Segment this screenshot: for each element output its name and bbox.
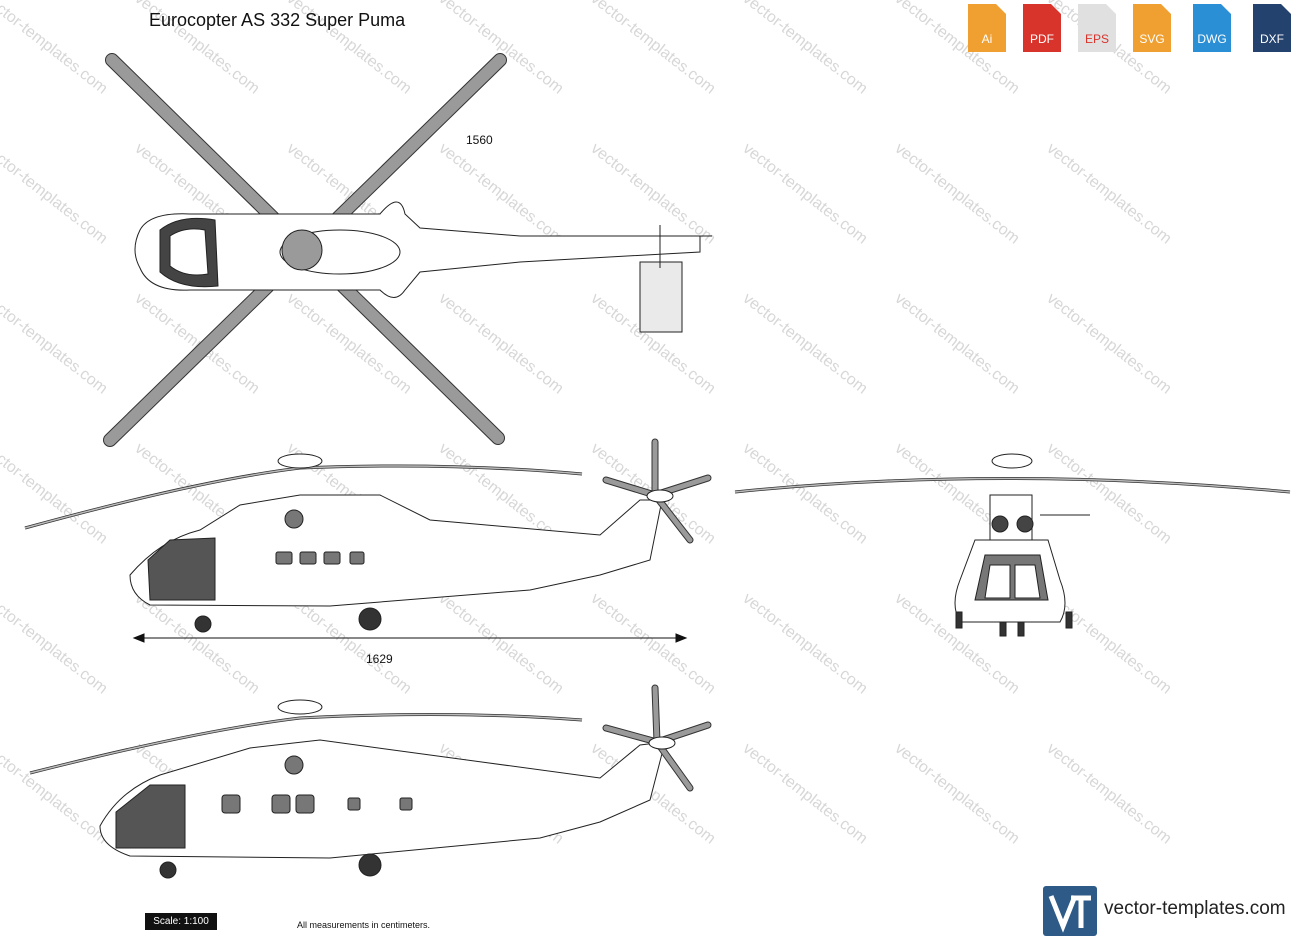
ai-file-icon[interactable]: Ai xyxy=(968,4,1006,52)
rotor-span-dimension: 1560 xyxy=(466,133,493,147)
format-label-svg: SVG xyxy=(1139,32,1165,46)
side-view-2 xyxy=(29,684,712,879)
top-view xyxy=(103,53,712,447)
site-url-link[interactable]: vector-templates.com xyxy=(1104,898,1286,919)
eps-file-icon[interactable]: EPS xyxy=(1078,4,1116,52)
measurement-note: All measurements in centimeters. xyxy=(297,920,431,930)
dxf-file-icon[interactable]: DXF xyxy=(1253,4,1291,52)
side-view-1 xyxy=(24,438,712,633)
scale-label: Scale: 1:100 xyxy=(145,913,217,930)
format-badges: Ai PDF EPS SVG DWG DXF xyxy=(968,4,1298,54)
page-title: Eurocopter AS 332 Super Puma xyxy=(149,10,406,30)
length-dimension: 1629 xyxy=(366,652,393,666)
front-view xyxy=(734,453,1291,637)
pdf-file-icon[interactable]: PDF xyxy=(1023,4,1061,52)
length-dimension-arrow xyxy=(132,633,688,643)
svg-file-icon[interactable]: SVG xyxy=(1133,4,1171,52)
format-label-eps: EPS xyxy=(1084,32,1109,46)
format-label-ai: Ai xyxy=(981,32,993,46)
brand-logo[interactable] xyxy=(1043,886,1097,936)
format-label-pdf: PDF xyxy=(1030,32,1054,46)
dwg-file-icon[interactable]: DWG xyxy=(1193,4,1231,52)
format-label-dwg: DWG xyxy=(1197,32,1227,46)
format-label-dxf: DXF xyxy=(1260,32,1284,46)
